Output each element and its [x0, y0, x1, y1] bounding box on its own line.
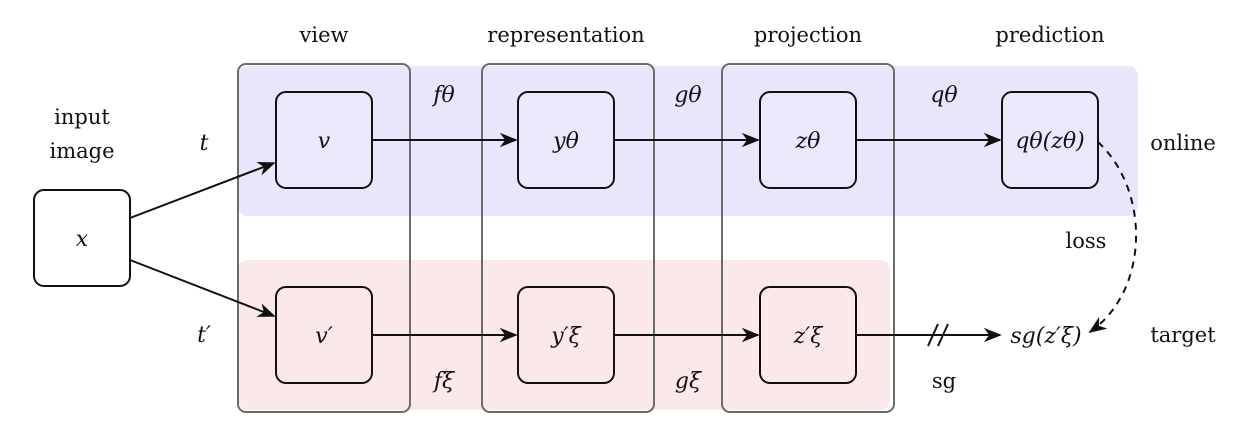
- node-y-theta-box: [517, 91, 615, 189]
- edge-label-g-theta: gθ: [674, 83, 701, 108]
- node-v-prime-label: v′: [315, 324, 332, 349]
- node-q-theta-label: qθ(zθ): [1015, 129, 1084, 154]
- node-q-theta-box: [1001, 91, 1099, 189]
- edge-label-g-xi: gξ: [675, 369, 703, 394]
- node-z-theta-box: [759, 91, 857, 189]
- edge-label-sg: sg: [932, 369, 956, 393]
- edge-x-to-v-prime: [129, 259, 276, 317]
- edge-label-t: t: [200, 131, 209, 156]
- input-label-line1: input: [54, 105, 110, 129]
- header-projection: projection: [754, 23, 862, 47]
- edge-label-q-theta: qθ: [930, 83, 957, 108]
- representation-column: [481, 63, 655, 413]
- header-representation: representation: [487, 23, 644, 47]
- view-column: [237, 63, 411, 413]
- node-y-xi-box: [517, 286, 615, 384]
- header-prediction: prediction: [995, 23, 1104, 47]
- node-v-box: [275, 91, 373, 189]
- row-label-target: target: [1150, 323, 1216, 347]
- node-y-theta-label: yθ: [552, 129, 579, 154]
- input-label-line2: image: [49, 139, 114, 163]
- projection-column: [721, 63, 895, 413]
- edge-label-f-theta: fθ: [431, 83, 454, 108]
- stop-gradient-slash-2: [937, 323, 949, 347]
- node-z-theta-label: zθ: [795, 129, 821, 154]
- stop-gradient-slash-1: [927, 323, 939, 347]
- edge-x-to-v: [129, 162, 276, 219]
- edge-label-f-xi: fξ: [432, 369, 456, 394]
- node-y-xi-label: y′ξ: [550, 324, 582, 349]
- row-label-online: online: [1150, 131, 1216, 155]
- edge-label-loss: loss: [1066, 229, 1107, 253]
- node-z-xi-label: z′ξ: [793, 324, 825, 349]
- node-x-label: x: [76, 227, 89, 252]
- node-x-box: [33, 189, 131, 287]
- loss-dashed-arrow: [1088, 141, 1137, 334]
- node-z-xi-box: [759, 286, 857, 384]
- node-v-label: v: [318, 129, 331, 154]
- node-v-prime-box: [275, 286, 373, 384]
- header-view: view: [299, 23, 349, 47]
- edge-label-t-prime: t′: [197, 323, 211, 348]
- node-sg-target-label: sg(z′ξ): [1010, 324, 1081, 349]
